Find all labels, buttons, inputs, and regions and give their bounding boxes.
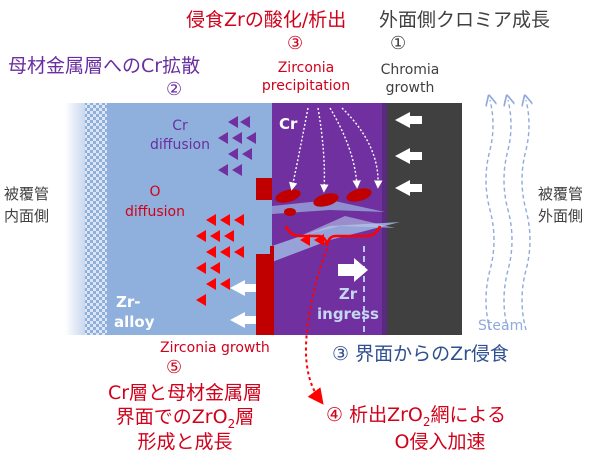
chromia-growth-arrow bbox=[395, 148, 422, 164]
zirconia-precipitation-label-1: Zirconia bbox=[277, 60, 335, 76]
zr-ingress-streak bbox=[272, 222, 400, 262]
o-diffusion-label-1: O bbox=[149, 184, 161, 200]
step4-number: ④ bbox=[326, 404, 344, 426]
inner-side-label-1: 被覆管 bbox=[4, 185, 50, 203]
cr-diffusion-title: 母材金属層へのCr拡散 bbox=[8, 55, 201, 77]
cr-diffusion-arrows bbox=[218, 116, 256, 176]
o-diffusion-arrows bbox=[196, 214, 324, 306]
step5-number: ⑤ bbox=[166, 357, 183, 378]
chromia-dark-layer bbox=[387, 103, 462, 335]
zr-ingress-streak bbox=[272, 200, 385, 214]
cr-diffusion-label-2: diffusion bbox=[150, 137, 210, 153]
chromia-layer bbox=[382, 103, 387, 335]
zr-ingress-arrow bbox=[338, 258, 368, 282]
alloy-fade-edge bbox=[65, 103, 85, 335]
zro2-interface-line bbox=[270, 246, 274, 335]
o-acceleration-title-2: O侵入加速 bbox=[394, 431, 486, 453]
zirconia-precipitation-title: 侵食Zrの酸化/析出 bbox=[186, 9, 347, 31]
zro2-layer-title-2: 界面でのZrO2層 bbox=[115, 406, 255, 431]
precipitation-arrow bbox=[329, 107, 361, 189]
steam-arrow bbox=[504, 100, 512, 331]
zro2-interface-block bbox=[256, 178, 272, 200]
step1-number: ① bbox=[390, 33, 407, 54]
zirconia-growth-arrow bbox=[230, 280, 256, 296]
zro2-interface-block bbox=[256, 254, 272, 335]
zr-ingress-label-1: Zr bbox=[338, 285, 358, 303]
zr-alloy-label-2: alloy bbox=[114, 313, 155, 331]
inner-side-label-2: 内面側 bbox=[4, 207, 50, 225]
steam-arrow bbox=[522, 100, 530, 331]
step3-number-top: ③ bbox=[287, 33, 304, 54]
o-diffusion-label-2: diffusion bbox=[125, 204, 185, 220]
precipitation-arrow bbox=[341, 107, 383, 189]
chromia-growth-label-2: growth bbox=[385, 80, 435, 96]
chromia-growth-label-1: Chromia bbox=[380, 62, 440, 78]
o-acceleration-pointer bbox=[304, 247, 328, 405]
step2-number: ② bbox=[166, 79, 183, 100]
chromia-growth-title: 外面側クロミア成長 bbox=[379, 9, 551, 31]
zro2-layer-title-3: 形成と成長 bbox=[137, 431, 233, 453]
zirconia-precipitate bbox=[313, 193, 339, 207]
precipitation-arrow bbox=[289, 107, 309, 191]
precipitation-arrow bbox=[317, 107, 329, 193]
zr-ingress-label-2: ingress bbox=[317, 305, 379, 323]
zirconia-precipitation-label-2: precipitation bbox=[261, 78, 351, 94]
outer-side-label-1: 被覆管 bbox=[538, 185, 584, 203]
zro2-layer-title-1: Cr層と母材金属層 bbox=[107, 382, 263, 404]
steam-label: Steam bbox=[478, 318, 524, 334]
zr-alloy-label-1: Zr- bbox=[116, 293, 141, 311]
steam-arrow bbox=[486, 100, 494, 331]
zirconia-growth-label: Zirconia growth bbox=[160, 340, 270, 356]
chromia-growth-arrow bbox=[395, 112, 422, 128]
cr-diffusion-label-1: Cr bbox=[172, 118, 188, 134]
zirconia-precipitate bbox=[346, 188, 372, 202]
o-acceleration-title-1: ④ 析出ZrO2網による bbox=[326, 404, 506, 429]
zr-ingress-streak bbox=[300, 216, 395, 236]
zirconia-precipitate bbox=[275, 189, 301, 203]
outer-side-label-2: 外面側 bbox=[538, 207, 584, 225]
zirconia-growth-arrow bbox=[230, 312, 256, 328]
chromia-growth-arrow bbox=[395, 180, 422, 196]
zirconia-precipitate bbox=[284, 208, 296, 216]
alloy-checker-edge bbox=[85, 103, 107, 335]
zr-erosion-title: ③ 界面からのZr侵食 bbox=[332, 343, 509, 365]
cr-layer-label: Cr bbox=[279, 115, 298, 133]
zr-alloy-layer bbox=[107, 103, 272, 335]
precipitate-bracket bbox=[284, 225, 382, 247]
